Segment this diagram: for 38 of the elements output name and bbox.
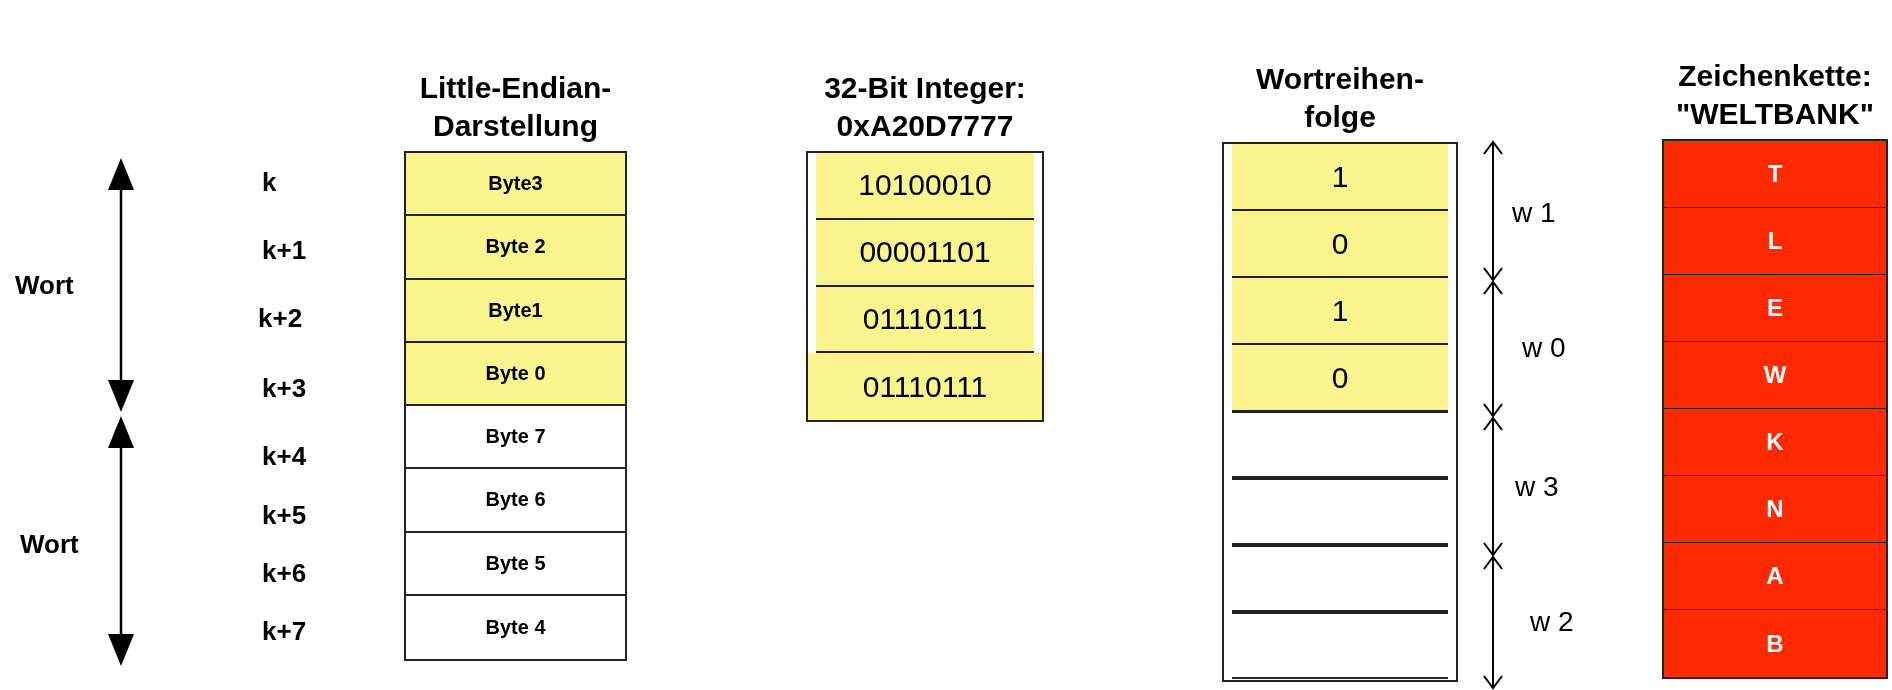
address-label: k+5: [262, 500, 307, 531]
column-heading: 32-Bit Integer: 0xA20D7777: [823, 70, 1027, 144]
column-heading: Zeichenkette: "WELTBANK": [1675, 58, 1875, 132]
bit-pattern-cell: 01110111: [808, 353, 1042, 420]
column-heading: Wortreihen- folge: [1255, 61, 1425, 135]
column-heading: Little-Endian- Darstellung: [418, 70, 613, 144]
character-cell: W: [1664, 342, 1886, 409]
address-label: k+2: [258, 303, 303, 334]
byte-cell: Byte1: [406, 279, 625, 343]
byte-cell: Byte3: [406, 153, 625, 217]
character-cell: K: [1664, 409, 1886, 476]
byte-cell: Byte 2: [406, 216, 625, 280]
word-cell: 0: [1232, 211, 1448, 278]
character-cell: N: [1664, 476, 1886, 543]
character-cell: E: [1664, 275, 1886, 342]
word-index-label: w 2: [1530, 606, 1574, 638]
word-label: Wort: [15, 270, 74, 301]
word-cell: 0: [1232, 345, 1448, 412]
bit-pattern-cell: 00001101: [816, 219, 1034, 287]
address-label: k: [262, 167, 277, 198]
word-index-label: w 1: [1512, 197, 1556, 229]
word-index-label: w 0: [1522, 332, 1566, 364]
address-label: k+6: [262, 558, 307, 589]
address-label: k+1: [262, 235, 307, 266]
address-label: k+3: [262, 373, 307, 404]
address-label: k+4: [262, 441, 307, 472]
word-index-label: w 3: [1515, 471, 1559, 503]
character-cell: B: [1664, 610, 1886, 677]
byte-cell: Byte 0: [406, 342, 625, 406]
address-label: k+7: [262, 616, 307, 647]
word-label: Wort: [20, 529, 79, 560]
bit-pattern-cell: 01110111: [816, 286, 1034, 354]
word-cell: 1: [1232, 278, 1448, 345]
character-cell: T: [1664, 141, 1886, 208]
bit-pattern-cell: 10100010: [816, 153, 1034, 220]
word-cell: 1: [1232, 144, 1448, 211]
character-cell: L: [1664, 208, 1886, 275]
character-cell: A: [1664, 543, 1886, 610]
